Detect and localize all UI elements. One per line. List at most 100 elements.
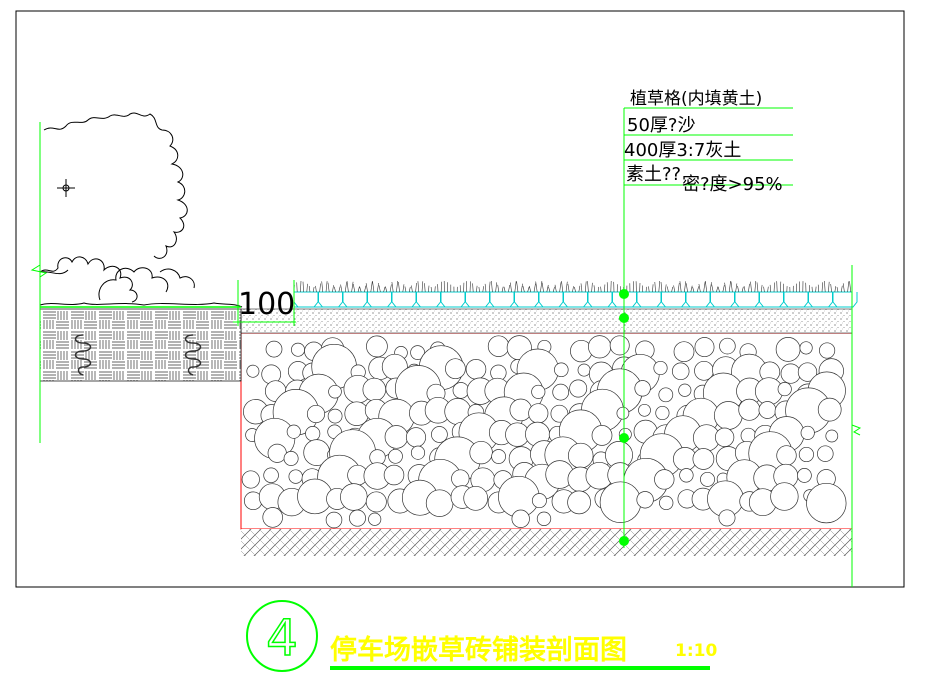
gravel-stone [799, 341, 813, 355]
gravel-stone [554, 362, 569, 378]
leader-dot [619, 433, 629, 443]
gravel-stone [305, 426, 321, 442]
gravel-stone [465, 359, 487, 380]
grass-blade-group [293, 280, 852, 293]
gravel-stone [405, 427, 427, 448]
gravel-stone [383, 464, 405, 486]
gravel-stone [328, 384, 342, 399]
gravel-stone [714, 427, 735, 447]
paver-cell [293, 292, 319, 308]
gravel-stone [798, 446, 814, 463]
paver-cell [563, 292, 588, 308]
gravel-stone [700, 471, 715, 487]
gravel-stone [463, 485, 489, 511]
gravel-stone [327, 408, 343, 424]
paver-cell [514, 292, 539, 308]
paver-cell [661, 292, 686, 308]
gravel-stone [262, 507, 283, 528]
pavement-layers [240, 280, 858, 556]
gravel-stone [673, 341, 695, 363]
gravel-stone [777, 382, 792, 397]
dimension-value: 100 [238, 287, 295, 322]
gravel-stone [770, 482, 799, 511]
paver-cell [636, 292, 662, 308]
gravel-stone [536, 511, 552, 526]
gravel-stone [286, 424, 301, 439]
brick-edging [39, 308, 242, 382]
shrub-outline [39, 112, 243, 308]
spiral-icon [184, 334, 202, 376]
gravel-stone [531, 384, 546, 399]
gravel-stone [306, 404, 326, 424]
drawing-title: 停车场嵌草砖铺装剖面图 [330, 634, 627, 666]
gravel-stone [384, 425, 409, 449]
gravel-stone [241, 470, 260, 489]
annotation-lime-soil: 400厚3:7灰土 [624, 140, 741, 161]
annotation-underlines [624, 107, 793, 186]
paver-cell [367, 292, 392, 308]
gravel-stone [797, 362, 818, 382]
drawing-scale: 1:10 [675, 641, 717, 661]
gravel-stone [366, 335, 388, 358]
gravel-stone [349, 509, 366, 527]
compacted-soil-layer [241, 529, 852, 556]
gravel-stone [325, 511, 343, 529]
gravel-stone [591, 425, 613, 446]
break-mark [851, 424, 862, 436]
leader-dot [619, 313, 629, 323]
section-number: 4 [266, 609, 298, 667]
gravel-stone [567, 490, 591, 515]
gravel-stone [552, 383, 570, 401]
gravel-stone [806, 482, 847, 524]
paver-cell [710, 292, 735, 308]
paver-cell [734, 292, 760, 308]
paver-band [293, 291, 853, 308]
gravel-stone [775, 337, 801, 362]
gravel-stone [776, 445, 797, 466]
gravel-stone [267, 443, 287, 463]
gravel-stones [241, 335, 847, 529]
gravel-stone [431, 426, 448, 443]
gravel-stone [817, 397, 842, 422]
paver-cell [759, 292, 784, 308]
gravel-stone [567, 442, 594, 469]
gravel-stone [609, 335, 630, 356]
gravel-stone [694, 337, 715, 358]
gravel-stone [288, 469, 303, 484]
sand-layer [240, 308, 853, 334]
paver-cell [489, 292, 515, 308]
gravel-stone [365, 491, 387, 513]
spiral-icon [74, 334, 92, 376]
gravel-stone [658, 387, 674, 403]
gravel-stone [659, 495, 674, 511]
break-mark [30, 264, 48, 278]
gravel-stone [825, 429, 839, 443]
leader-dot [619, 289, 629, 299]
gravel-stone [758, 401, 777, 419]
paver-cell [587, 292, 613, 308]
leader-dots [619, 289, 629, 546]
gravel-stone [797, 468, 812, 483]
paver-cell [416, 292, 441, 308]
gravel-stone [265, 340, 283, 358]
gravel-stone [577, 363, 591, 377]
gravel-stone [679, 468, 694, 483]
drawing-frame [15, 10, 905, 588]
grass-blades [293, 280, 852, 293]
annotation-sand: 50厚?沙 [627, 115, 695, 136]
paver-cell [391, 292, 417, 308]
gravel-stone [738, 398, 761, 421]
gravel-stone [638, 403, 651, 417]
gravel-stone [636, 491, 654, 509]
gravel-stone [362, 377, 387, 402]
paver-cell [342, 292, 368, 308]
gravel-stone [817, 445, 834, 462]
gravel-stone [491, 449, 506, 464]
gravel-stone [368, 512, 382, 526]
gravel-stone [469, 440, 493, 465]
gravel-stone [511, 509, 530, 528]
gravel-stone [410, 345, 425, 360]
gravel-stone [528, 403, 549, 424]
gravel-stone [487, 335, 510, 357]
gravel-stone [283, 451, 299, 466]
